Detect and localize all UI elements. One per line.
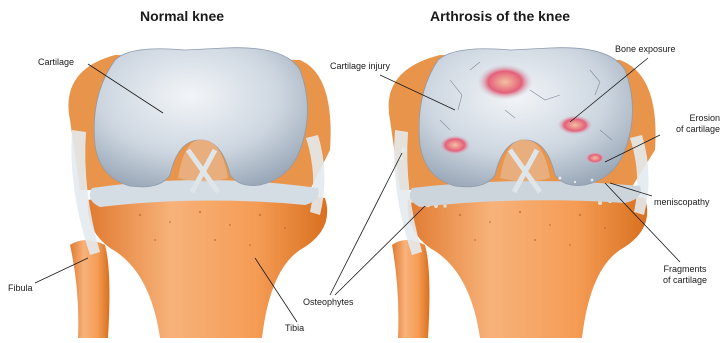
label-erosion-of-cartilage: Erosion of cartilage	[640, 113, 720, 135]
normal-knee	[68, 48, 330, 338]
label-osteophytes: Osteophytes	[303, 297, 354, 308]
label-meniscopathy: meniscopathy	[654, 197, 710, 208]
arthrosis-knee	[389, 48, 656, 338]
leader-osteophytes-1	[330, 153, 402, 295]
fibula-bone-arthrosis	[392, 240, 429, 338]
fragments-lesion	[585, 152, 605, 164]
label-fragments-line1: Fragments	[650, 264, 720, 275]
cartilage-injury-lesion	[439, 135, 471, 155]
label-fragments-line2: of cartilage	[650, 275, 720, 286]
label-cartilage: Cartilage	[38, 57, 74, 68]
label-cartilage-injury: Cartilage injury	[330, 61, 390, 72]
label-erosion-line2: of cartilage	[640, 124, 720, 135]
label-bone-exposure: Bone exposure	[615, 44, 676, 55]
label-erosion-line1: Erosion	[640, 113, 720, 124]
tibia-bone-arthrosis	[408, 189, 648, 338]
arthrosis-knee-title: Arthrosis of the knee	[430, 8, 570, 24]
normal-knee-title: Normal knee	[140, 8, 224, 24]
tibia-bone	[88, 189, 328, 338]
label-fibula: Fibula	[8, 283, 33, 294]
label-fragments-of-cartilage: Fragments of cartilage	[650, 264, 720, 286]
bone-exposure-lesion	[477, 64, 533, 100]
fibula-bone	[70, 240, 109, 338]
label-tibia: Tibia	[285, 323, 304, 334]
